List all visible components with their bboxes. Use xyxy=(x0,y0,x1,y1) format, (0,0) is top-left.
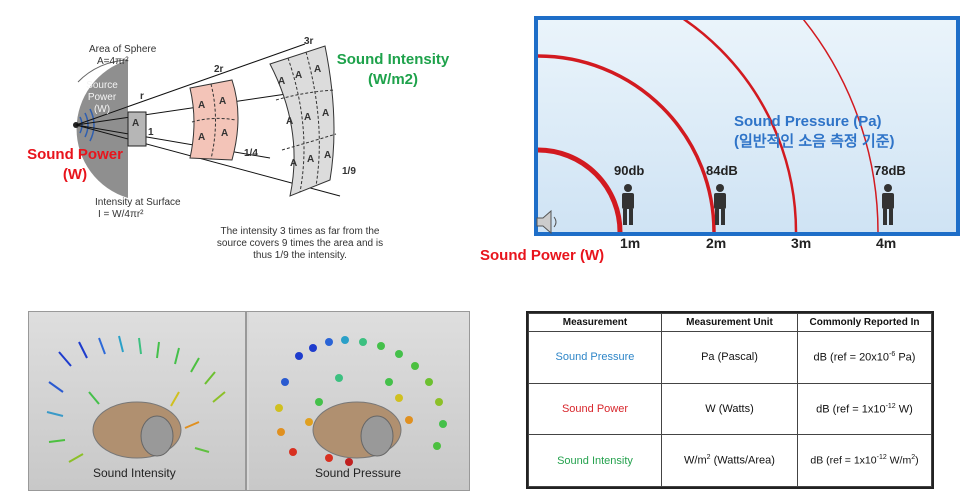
a-cell: A xyxy=(221,128,229,139)
source-power-label: Source Power (W) xyxy=(86,80,118,115)
pressure-diagram: Sound Pressure (Pa) (일반적인 소음 측정 기준) 90db… xyxy=(534,16,960,236)
intensity-diagram-art xyxy=(73,43,341,198)
quarter-label: 1/4 xyxy=(244,148,258,159)
row-reported: dB (ref = 1x10-12 W) xyxy=(797,382,932,436)
row-name: Sound Intensity xyxy=(528,434,662,487)
pressure-sim-image: Sound Pressure xyxy=(249,312,469,490)
row-unit: Pa (Pascal) xyxy=(661,331,798,384)
db-label: 84dB xyxy=(706,163,738,178)
a-cell: A xyxy=(278,76,286,87)
header-reported: Commonly Reported In xyxy=(797,313,932,332)
one-label: 1 xyxy=(148,127,154,138)
r3-label: 3r xyxy=(304,36,314,47)
r2-label: 2r xyxy=(214,64,224,75)
sound-power-label: Sound Power (W) xyxy=(27,146,123,183)
a-cell: A xyxy=(198,132,206,143)
intensity-vectors-art xyxy=(46,335,226,463)
a-cell: A xyxy=(286,116,294,127)
measurement-table: Measurement Measurement Unit Commonly Re… xyxy=(526,311,934,489)
a-cell: A xyxy=(307,154,315,165)
right-caption: Sound Pressure xyxy=(315,466,402,480)
pressure-spheres-art xyxy=(275,336,447,466)
row-name: Sound Pressure xyxy=(528,331,662,384)
area-formula: A=4πr² xyxy=(97,56,129,67)
table-row: Sound Power W (Watts) dB (ref = 1x10-12 … xyxy=(528,382,932,436)
a-cell: A xyxy=(295,70,303,81)
distance-label: 4m xyxy=(876,235,897,251)
caption: The intensity 3 times as far from the so… xyxy=(216,226,384,261)
a-cell: A xyxy=(290,158,298,169)
pressure-title-2: (일반적인 소음 측정 기준) xyxy=(734,133,895,150)
surface-title: Intensity at Surface xyxy=(95,197,181,208)
a-cell: A xyxy=(132,118,140,129)
table-row: Sound Pressure Pa (Pascal) dB (ref = 20x… xyxy=(528,331,932,384)
header-measurement: Measurement xyxy=(528,313,662,332)
table-row: Sound Intensity W/m2 (Watts/Area) dB (re… xyxy=(528,434,932,487)
row-unit: W (Watts) xyxy=(661,382,798,436)
intensity-sim-image: Sound Intensity xyxy=(29,312,247,490)
db-label: 90db xyxy=(614,163,645,178)
ninth-label: 1/9 xyxy=(342,166,356,177)
person-figures xyxy=(622,184,894,225)
row-unit: W/m2 (Watts/Area) xyxy=(661,434,798,487)
db-label: 78dB xyxy=(874,163,906,178)
r-label: r xyxy=(140,91,144,102)
pressure-title-1: Sound Pressure (Pa) xyxy=(734,113,882,130)
header-unit: Measurement Unit xyxy=(661,313,798,332)
speaker-icon xyxy=(536,209,557,235)
a-cell: A xyxy=(324,150,332,161)
surface-formula: I = W/4πr² xyxy=(98,209,144,220)
pressure-sound-power-label: Sound Power (W) xyxy=(480,247,605,264)
table-header-row: Measurement Measurement Unit Commonly Re… xyxy=(528,313,932,332)
pressure-waves xyxy=(538,20,894,232)
row-name: Sound Power xyxy=(528,382,662,436)
distance-label: 3m xyxy=(791,235,812,251)
left-caption: Sound Intensity xyxy=(93,466,176,480)
intensity-diagram: Area of Sphere A=4πr² Source Power (W) r… xyxy=(0,0,480,280)
row-reported: dB (ref = 20x10-6 Pa) xyxy=(797,331,932,384)
distance-label: 2m xyxy=(706,235,727,251)
a-cell: A xyxy=(304,112,312,123)
simulation-images: Sound Intensity Sound Pressure xyxy=(28,311,470,491)
a-cell: A xyxy=(322,108,330,119)
sound-intensity-label: Sound Intensity (W/m2) xyxy=(336,51,450,88)
a-cell: A xyxy=(314,64,322,75)
area-of-sphere-label: Area of Sphere xyxy=(89,44,157,55)
row-reported: dB (ref = 1x10-12 W/m2) xyxy=(797,434,932,487)
wave-arcs xyxy=(538,20,879,232)
a-cell: A xyxy=(219,96,227,107)
a-cell: A xyxy=(198,100,206,111)
sound-wave-icon xyxy=(79,108,95,142)
distance-label: 1m xyxy=(620,235,641,251)
